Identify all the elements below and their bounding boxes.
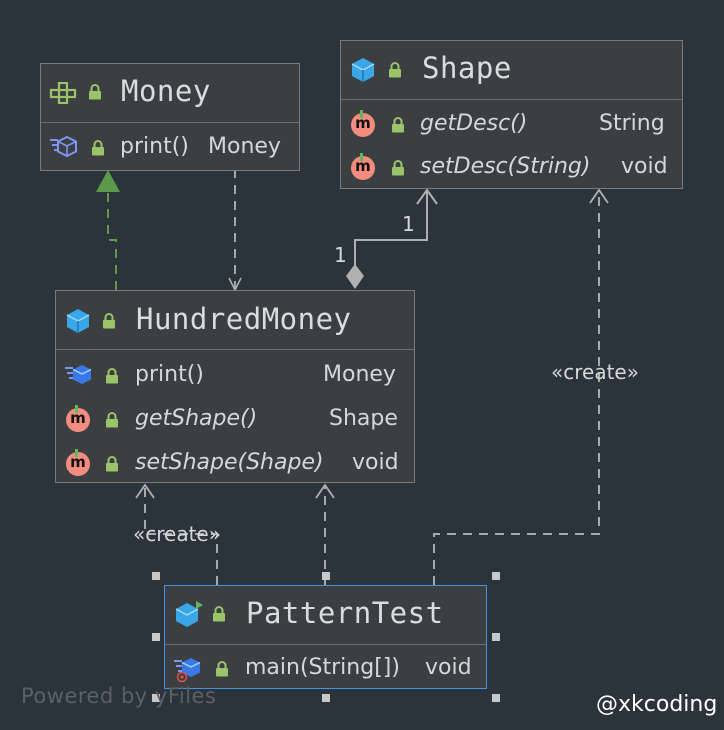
class-header: PatternTest — [165, 586, 486, 645]
resize-handle[interactable] — [152, 572, 160, 580]
class-name: Money — [121, 74, 211, 108]
resize-handle[interactable] — [492, 633, 500, 641]
resize-handle[interactable] — [322, 572, 330, 580]
class-header: Shape — [341, 41, 682, 100]
method-icon: m — [351, 153, 375, 180]
method-row[interactable]: m getDesc() String — [341, 103, 682, 147]
class-name: HundredMoney — [136, 302, 352, 336]
method-return-type: Money — [208, 134, 281, 159]
method-return-type: void — [425, 655, 472, 680]
lock-icon — [103, 313, 115, 329]
method-name: setShape(Shape) — [135, 450, 324, 475]
method-row[interactable]: m getShape() Shape — [56, 398, 414, 442]
static-method-icon — [174, 658, 201, 683]
method-icon: m — [66, 449, 90, 476]
lock-icon — [392, 117, 404, 133]
watermark: Powered by yFiles — [21, 684, 217, 708]
lock-icon — [392, 160, 404, 176]
class-name: PatternTest — [246, 596, 444, 630]
class-icon — [66, 309, 90, 333]
runnable-class-icon — [175, 601, 203, 627]
lock-icon — [389, 62, 401, 78]
class-node-patterntest[interactable]: PatternTest main(String[]) void — [164, 585, 487, 689]
method-name: main(String[]) — [245, 655, 400, 680]
class-header: HundredMoney — [56, 291, 414, 350]
method-return-type: Money — [323, 362, 396, 387]
lock-icon — [106, 456, 118, 472]
dependency-edge-hundred-arrowhead — [315, 483, 335, 499]
method-row[interactable]: main(String[]) void — [165, 647, 486, 691]
class-node-money[interactable]: Money print() Money — [40, 63, 300, 171]
lock-icon — [216, 661, 228, 677]
method-return-type: void — [621, 154, 668, 179]
create-edge-shape — [433, 190, 600, 585]
class-name: Shape — [422, 51, 512, 85]
resize-handle[interactable] — [322, 694, 330, 702]
realization-edge — [107, 192, 117, 290]
method-return-type: String — [599, 111, 665, 136]
method-row[interactable]: print() Money — [41, 126, 299, 170]
class-node-shape[interactable]: Shape m getDesc() String m setDesc(Strin… — [340, 40, 683, 189]
method-name: setDesc(String) — [420, 154, 591, 179]
method-row[interactable]: print() Money — [56, 354, 414, 398]
aggregation-diamond — [346, 264, 364, 289]
class-node-hundredmoney[interactable]: HundredMoney print() Money m getShape() … — [55, 290, 415, 483]
create-edge-hundred — [144, 485, 218, 585]
class-header: Money — [41, 64, 299, 123]
resize-handle[interactable] — [492, 694, 500, 702]
create-edge-hundred-arrowhead — [135, 483, 155, 499]
class-icon — [351, 58, 375, 82]
lock-icon — [92, 140, 104, 156]
multiplicity-shape: 1 — [402, 212, 415, 236]
aggregation-arrowhead — [416, 188, 438, 205]
create-edge-shape-arrowhead — [589, 188, 609, 204]
resize-handle[interactable] — [492, 572, 500, 580]
method-return-type: void — [352, 450, 399, 475]
lock-icon — [106, 412, 118, 428]
implementing-method-icon — [65, 365, 92, 384]
credit-text: @xkcoding — [596, 692, 718, 717]
multiplicity-hundredmoney: 1 — [334, 243, 347, 267]
implementing-method-icon — [50, 135, 77, 158]
interface-icon — [49, 82, 77, 104]
method-name: print() — [120, 134, 189, 159]
method-icon: m — [351, 110, 375, 137]
method-name: getShape() — [135, 406, 258, 431]
method-row[interactable]: m setShape(Shape) void — [56, 442, 414, 486]
realization-arrowhead — [96, 170, 120, 192]
method-return-type: Shape — [329, 406, 398, 431]
lock-icon — [106, 368, 118, 384]
method-icon: m — [66, 405, 90, 432]
resize-handle[interactable] — [152, 633, 160, 641]
aggregation-edge — [354, 190, 428, 265]
method-name: getDesc() — [420, 111, 528, 136]
create-label-shape: «create» — [551, 360, 639, 384]
method-name: print() — [135, 362, 204, 387]
method-row[interactable]: m setDesc(String) void — [341, 146, 682, 190]
resize-handle[interactable] — [152, 694, 160, 702]
create-label-hundredmoney: «create» — [133, 522, 221, 546]
lock-icon — [89, 84, 101, 100]
lock-icon — [213, 606, 225, 622]
